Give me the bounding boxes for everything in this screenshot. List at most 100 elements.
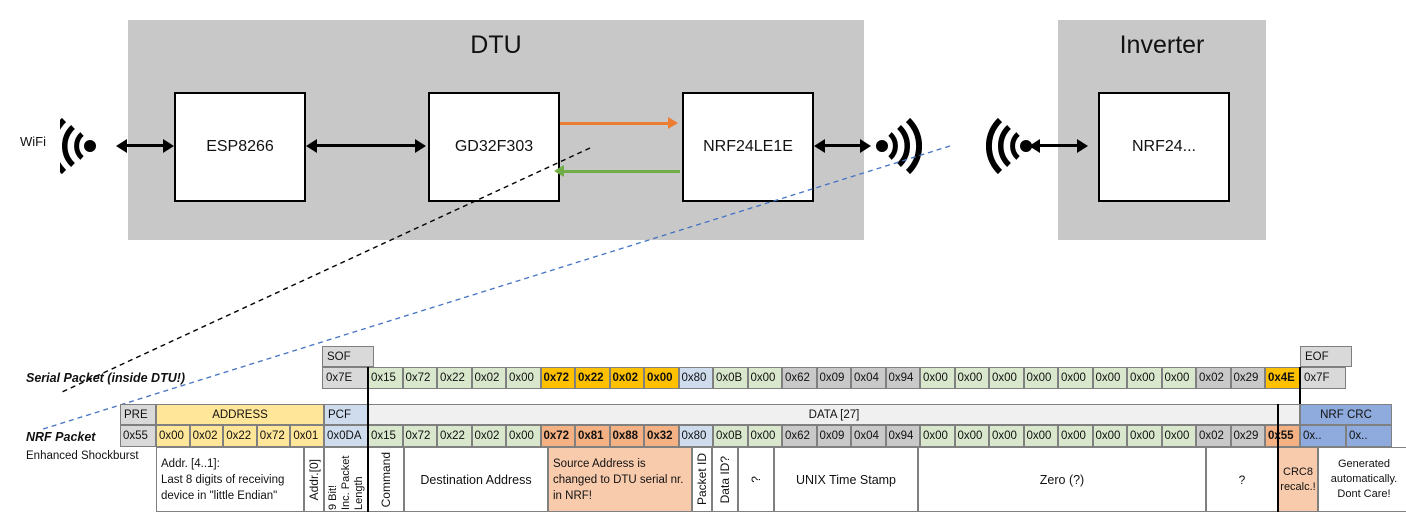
serial-byte-13: 0x09: [816, 367, 851, 389]
inverter-title: Inverter: [1119, 31, 1205, 59]
serial-byte-9: 0x80: [678, 367, 713, 389]
desc-data-id-text: Data ID?: [718, 455, 732, 504]
inverter-air-link: [1037, 144, 1083, 147]
serial-byte-22: 0x00: [1127, 367, 1162, 389]
nrf-address-byte-0: 0x00: [156, 425, 190, 447]
serial-byte-11: 0x00: [747, 367, 782, 389]
desc-data-id: Data ID?: [712, 447, 738, 512]
serial-byte-23: 0x00: [1161, 367, 1196, 389]
nrf-byte-9: 0x80: [678, 425, 713, 447]
serial-sof-value: 0x7E: [322, 367, 368, 389]
desc-unknown-2: ?: [1206, 447, 1278, 512]
chip-nrf24le1e: NRF24LE1E: [682, 92, 814, 202]
esp-gd32-arrow-right: [415, 139, 426, 153]
nrf-byte-2: 0x22: [437, 425, 472, 447]
nrf-pre-value: 0x55: [120, 425, 156, 447]
serial-byte-12: 0x62: [782, 367, 817, 389]
esp-gd32-link: [314, 144, 418, 147]
inverter-air-arrow-right: [1077, 139, 1088, 153]
nrf-byte-14: 0x04: [851, 425, 886, 447]
nrf-byte-17: 0x00: [954, 425, 989, 447]
chip-gd32f303: GD32F303: [428, 92, 560, 202]
desc-unix-time-stamp: UNIX Time Stamp: [774, 447, 918, 512]
desc-command: Command: [368, 447, 404, 512]
wifi-label: WiFi: [20, 134, 46, 149]
serial-byte-16: 0x00: [920, 367, 955, 389]
orange-link: [560, 122, 672, 125]
nrf-byte-3: 0x02: [471, 425, 506, 447]
serial-byte-0: 0x15: [368, 367, 403, 389]
serial-byte-19: 0x00: [1023, 367, 1058, 389]
serial-byte-14: 0x04: [851, 367, 886, 389]
serial-left-separator: [367, 367, 369, 420]
packet-tables: Serial Packet (inside DTU!) SOF 0x7E 0x1…: [0, 340, 1406, 523]
serial-byte-6: 0x22: [575, 367, 610, 389]
nrf-data-left-separator: [367, 404, 369, 512]
nrf-packet-label: NRF Packet: [26, 430, 96, 444]
serial-packet-label: Serial Packet (inside DTU!): [26, 371, 186, 385]
nrf-address-byte-1: 0x02: [189, 425, 224, 447]
nrf-byte-13: 0x09: [816, 425, 851, 447]
serial-right-separator: [1299, 367, 1301, 420]
nrf-address-header: ADDRESS: [156, 404, 324, 425]
nrf-byte-18: 0x00: [989, 425, 1024, 447]
serial-byte-1: 0x72: [402, 367, 437, 389]
wifi-antenna-icon: [60, 117, 96, 175]
nrf-byte-4: 0x00: [506, 425, 541, 447]
desc-command-text: Command: [379, 451, 393, 508]
nrf-byte-19: 0x00: [1023, 425, 1058, 447]
serial-byte-8: 0x00: [644, 367, 679, 389]
serial-byte-2: 0x22: [437, 367, 472, 389]
desc-packet-length-text: 9 Bit! Inc. Packet Length: [326, 455, 365, 510]
chip-inverter-nrf24: NRF24...: [1098, 92, 1230, 202]
desc-packet-id-text: Packet ID: [695, 453, 709, 506]
serial-byte-26: 0x4E: [1265, 367, 1300, 389]
dtu-radio-antenna-icon: [876, 117, 922, 175]
desc-address: Addr. [4..1]: Last 8 digits of receiving…: [156, 447, 304, 512]
nrf-byte-5: 0x72: [540, 425, 575, 447]
serial-byte-3: 0x02: [471, 367, 506, 389]
serial-byte-15: 0x94: [885, 367, 920, 389]
serial-byte-20: 0x00: [1058, 367, 1093, 389]
nrf-data-right-separator: [1277, 404, 1279, 512]
serial-eof-header: EOF: [1300, 346, 1352, 367]
nrf-pre-header: PRE: [120, 404, 156, 425]
nrf-byte-22: 0x00: [1127, 425, 1162, 447]
serial-byte-4: 0x00: [506, 367, 541, 389]
serial-eof-value: 0x7F: [1300, 367, 1346, 389]
green-link: [562, 170, 680, 173]
desc-packet-length: 9 Bit! Inc. Packet Length: [324, 447, 368, 512]
inverter-air-arrow-left: [1029, 139, 1040, 153]
serial-byte-7: 0x02: [609, 367, 644, 389]
desc-unknown-1-text: ?: [749, 476, 763, 483]
nrf-byte-8: 0x32: [644, 425, 679, 447]
nrf-crc-value-1: 0x..: [1346, 425, 1392, 447]
nrf-byte-7: 0x88: [609, 425, 644, 447]
chip-esp8266-label: ESP8266: [206, 138, 274, 155]
nrf-crc-header: NRF CRC: [1300, 404, 1392, 425]
serial-sof-header: SOF: [322, 346, 374, 367]
nrf-byte-20: 0x00: [1058, 425, 1093, 447]
dtu-title: DTU: [470, 31, 522, 59]
nrf-packet-sublabel: Enhanced Shockburst: [26, 450, 139, 462]
nrf-data-header: DATA [27]: [368, 404, 1300, 425]
nrf-byte-24: 0x02: [1196, 425, 1231, 447]
nrf-byte-26: 0x55: [1265, 425, 1300, 447]
desc-nrf-crc: Generated automatically. Dont Care!: [1318, 447, 1406, 512]
nrf-byte-21: 0x00: [1092, 425, 1127, 447]
serial-byte-18: 0x00: [989, 367, 1024, 389]
orange-arrow-head: [668, 117, 678, 129]
serial-byte-25: 0x29: [1230, 367, 1265, 389]
nrf-byte-1: 0x72: [402, 425, 437, 447]
nrf-byte-25: 0x29: [1230, 425, 1265, 447]
nrf-crc-value-0: 0x..: [1300, 425, 1346, 447]
nrf-byte-23: 0x00: [1161, 425, 1196, 447]
desc-addr0-text: Addr.[0]: [307, 458, 321, 501]
green-arrow-head: [554, 165, 564, 177]
serial-byte-17: 0x00: [954, 367, 989, 389]
nrf-byte-10: 0x0B: [713, 425, 748, 447]
nrf-byte-11: 0x00: [747, 425, 782, 447]
desc-source-address: Source Address is changed to DTU serial …: [548, 447, 692, 512]
desc-unknown-1: ?: [738, 447, 774, 512]
nrf-byte-16: 0x00: [920, 425, 955, 447]
